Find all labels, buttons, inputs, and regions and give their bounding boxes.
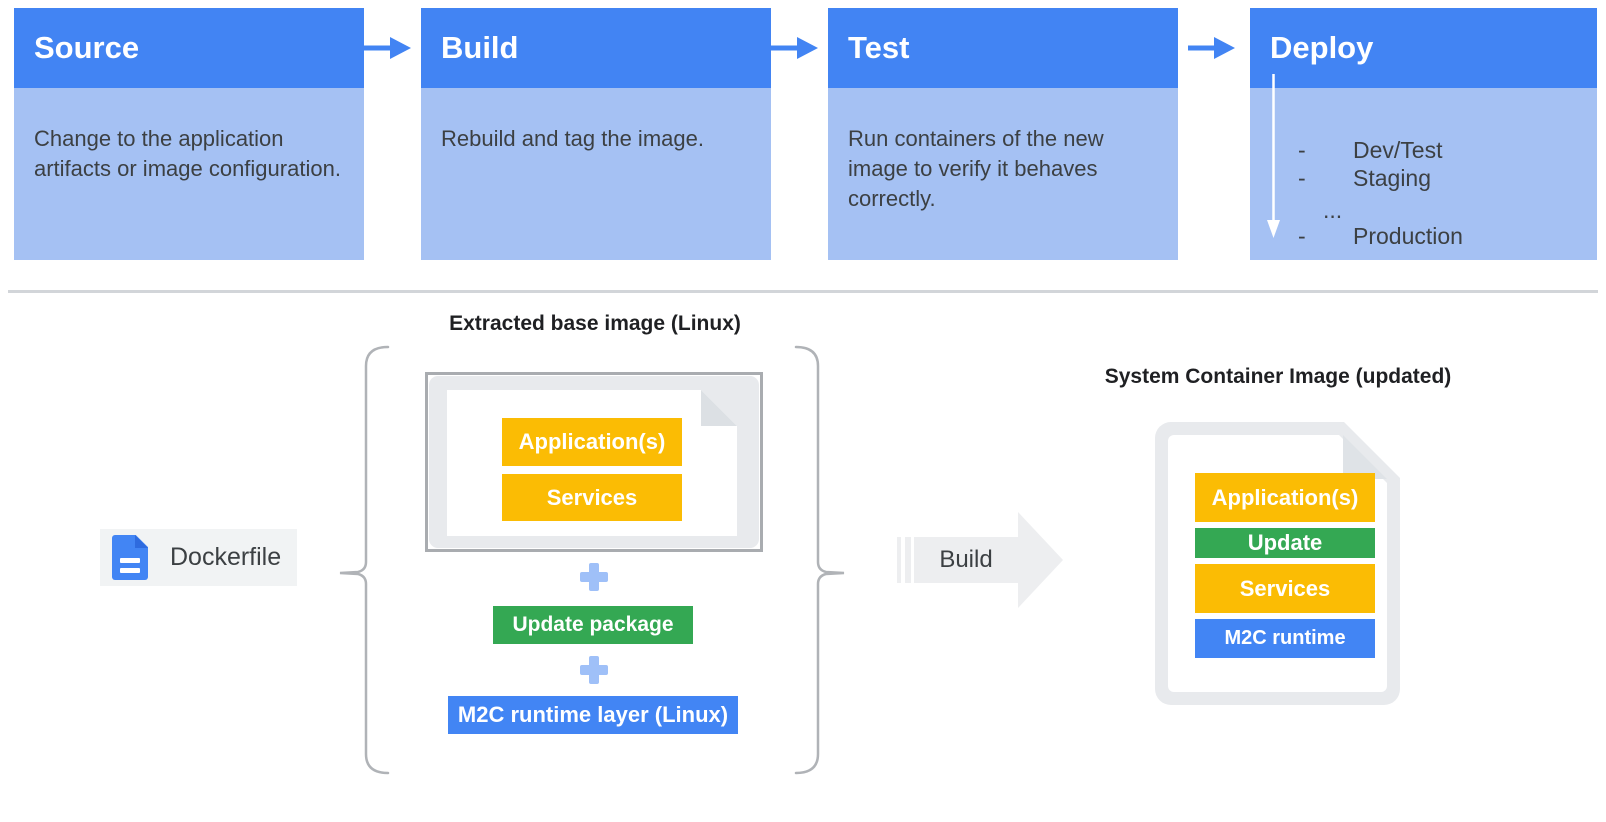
stage-box-source: Source Change to the application artifac… [14,8,364,260]
result-layer-services: Services [1195,564,1375,613]
result-layer-m2c-runtime: M2C runtime [1195,619,1375,658]
stage-source-header: Source [14,8,364,88]
stage-test-title: Test [848,30,910,65]
result-layer-update: Update [1195,528,1375,558]
right-brace-icon [794,345,845,775]
stage-source-title: Source [34,30,140,65]
arrow-right-icon [364,37,411,59]
dockerfile-document-icon [112,535,148,580]
stage-build-header: Build [421,8,771,88]
build-arrow-stripe [897,537,901,583]
build-arrow-stripe [905,537,911,583]
layer-bar-applications: Application(s) [502,418,682,466]
plus-icon [580,563,608,591]
deploy-item-staging: Staging [1353,165,1432,191]
build-arrow-body [914,537,1018,583]
arrow-right-icon [771,37,818,59]
list-bullet: - [1298,137,1306,163]
stage-box-test: Test Run containers of the new image to … [828,8,1178,260]
m2c-runtime-layer-bar: M2C runtime layer (Linux) [448,696,738,734]
plus-icon [580,656,608,684]
left-brace-icon [339,345,390,775]
layer-bar-services: Services [502,474,682,521]
build-label: Build [939,546,993,573]
update-package-bar: Update package [493,606,693,644]
result-layer-applications: Application(s) [1195,473,1375,522]
stage-build-title: Build [441,30,519,65]
document-fold-icon [135,535,148,548]
document-text-line [120,568,140,573]
dockerfile-label: Dockerfile [170,543,282,571]
extracted-base-image-label: Extracted base image (Linux) [449,312,741,335]
section-divider [8,290,1598,293]
list-bullet: - [1298,223,1306,249]
build-arrow: Build [897,510,1067,610]
document-text-line [120,558,140,563]
dockerfile-chip: Dockerfile [100,529,297,586]
build-arrow-head [1018,512,1063,608]
list-bullet: - [1298,165,1306,191]
stage-build-description: Rebuild and tag the image. [421,88,771,260]
arrow-right-icon [1188,37,1235,59]
stage-deploy-title: Deploy [1270,30,1374,65]
stage-test-header: Test [828,8,1178,88]
stage-deploy-header: Deploy [1250,8,1597,88]
stage-source-description: Change to the application artifacts or i… [14,88,364,260]
stage-box-deploy: Deploy - Dev/Test - Staging ... - Produc… [1250,8,1597,260]
stage-box-build: Build Rebuild and tag the image. [421,8,771,260]
deploy-item-dev-test: Dev/Test [1353,137,1443,163]
system-container-image-label: System Container Image (updated) [1104,365,1452,388]
deploy-down-arrow-icon [1267,74,1280,238]
stage-test-description: Run containers of the new image to verif… [828,88,1178,260]
deploy-item-production: Production [1353,223,1463,249]
stage-deploy-body: - Dev/Test - Staging ... - Production [1250,88,1597,260]
deploy-item-ellipsis: ... [1323,197,1343,223]
